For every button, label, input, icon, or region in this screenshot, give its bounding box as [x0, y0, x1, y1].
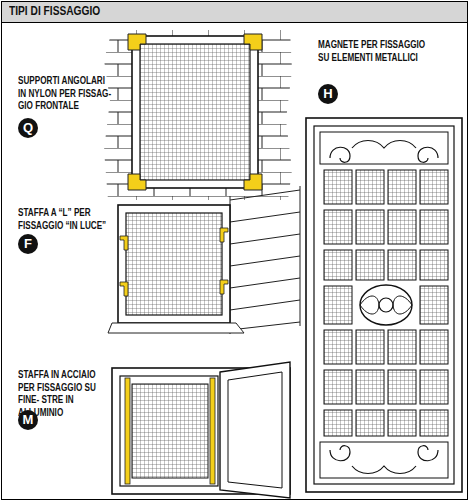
- brick-wall-window: [104, 30, 292, 200]
- callout-letter: M: [18, 410, 38, 430]
- fixing-label: SUPPORTI ANGOLARI IN NYLON PER FISSAG- G…: [18, 74, 113, 112]
- fixing-label: STAFFA A “L” PER FISSAGGIO “IN LUCE”: [18, 206, 113, 231]
- metal-door: [306, 118, 462, 492]
- siding-wall-window: [108, 186, 300, 334]
- aluminium-window: [112, 362, 290, 498]
- callout-letter: Q: [18, 118, 38, 138]
- callout-letter: H: [318, 84, 338, 104]
- title: TIPI DI FISSAGGIO: [9, 5, 100, 18]
- callout-letter: F: [18, 234, 38, 254]
- fixing-label: MAGNETE PER FISSAGGIO SU ELEMENTI METALL…: [318, 38, 429, 63]
